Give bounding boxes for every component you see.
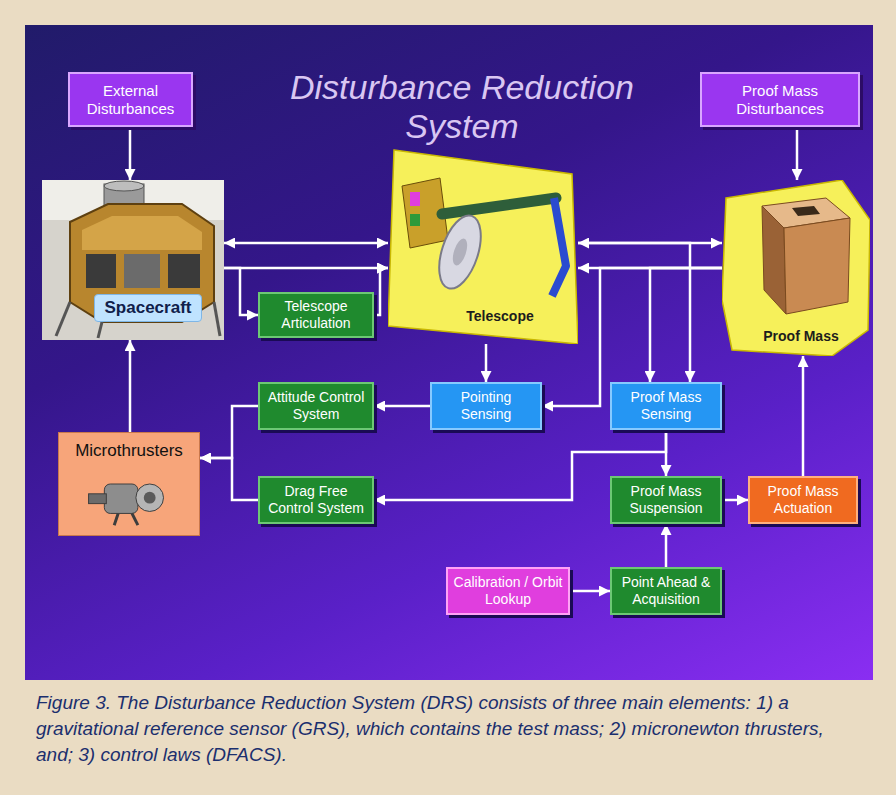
flow-arrow xyxy=(200,458,258,500)
flow-arrow xyxy=(224,267,388,270)
node-label: Proof Mass Sensing xyxy=(617,389,715,423)
diagram-title: Disturbance Reduction System xyxy=(252,68,672,146)
telescope-shape: Telescope xyxy=(388,148,578,344)
node-label: Attitude Control System xyxy=(265,389,367,423)
flow-arrow xyxy=(129,127,132,180)
disturbance-box: Proof Mass Disturbances xyxy=(700,72,860,127)
flow-arrow xyxy=(374,268,388,315)
lookup-box: Calibration / Orbit Lookup xyxy=(446,567,570,615)
figure-caption: Figure 3. The Disturbance Reduction Syst… xyxy=(36,690,866,768)
flow-arrow xyxy=(224,268,258,315)
actuation-box: Proof Mass Actuation xyxy=(748,476,858,524)
node-label: Proof Mass xyxy=(763,328,838,344)
proof-mass-shape: Proof Mass xyxy=(722,180,870,356)
node-label: Telescope Articulation xyxy=(265,298,367,332)
node-label: Calibration / Orbit Lookup xyxy=(453,574,563,608)
node-label: Proof Mass Suspension xyxy=(617,483,715,517)
control-box: Telescope Articulation xyxy=(258,292,374,338)
flow-arrow xyxy=(578,243,690,382)
sensing-box: Proof Mass Sensing xyxy=(610,382,722,430)
flow-arrow xyxy=(722,499,748,502)
flow-arrow xyxy=(200,406,258,458)
node-label: Proof Mass Actuation xyxy=(755,483,851,517)
node-label: External Disturbances xyxy=(75,82,186,118)
thruster-box: Microthrusters xyxy=(58,432,200,536)
node-label: Spacecraft xyxy=(94,294,203,322)
node-label: Microthrusters xyxy=(75,441,183,461)
sensing-box: Pointing Sensing xyxy=(430,382,542,430)
control-box: Proof Mass Suspension xyxy=(610,476,722,524)
flow-arrow xyxy=(485,344,488,382)
flow-arrow xyxy=(224,242,388,245)
control-box: Drag Free Control System xyxy=(258,476,374,524)
flow-arrow xyxy=(570,590,610,593)
node-label: Pointing Sensing xyxy=(437,389,535,423)
flow-arrow xyxy=(802,356,805,476)
control-box: Point Ahead & Acquisition xyxy=(610,567,722,615)
spacecraft-picture: Spacecraft xyxy=(42,180,224,340)
flow-arrow xyxy=(665,524,668,567)
node-label: Point Ahead & Acquisition xyxy=(617,574,715,608)
node-label: Proof Mass Disturbances xyxy=(707,82,853,118)
node-label: Telescope xyxy=(466,308,533,324)
disturbance-box: External Disturbances xyxy=(68,72,193,127)
control-box: Attitude Control System xyxy=(258,382,374,430)
node-label: Drag Free Control System xyxy=(265,483,367,517)
flow-arrow xyxy=(129,340,132,432)
flow-arrow xyxy=(374,405,430,408)
flow-arrow xyxy=(796,127,799,180)
flow-arrow xyxy=(650,268,722,382)
